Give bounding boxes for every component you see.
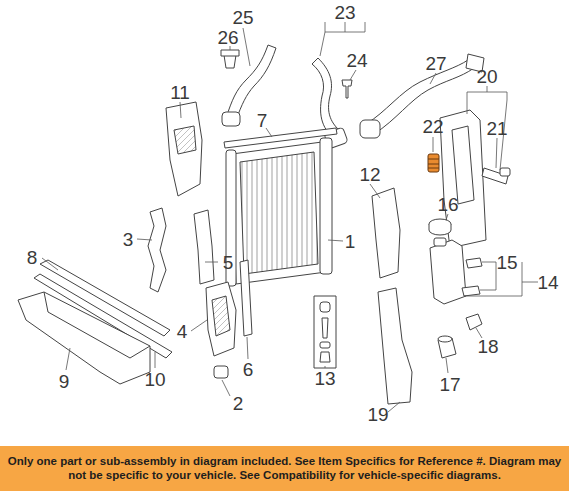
callout-number: 11 bbox=[170, 83, 190, 102]
callout-number: 12 bbox=[359, 165, 380, 184]
callout-number: 26 bbox=[217, 28, 238, 47]
callout-number: 16 bbox=[437, 195, 458, 214]
notice-band: Only one part or sub-assembly in diagram… bbox=[0, 446, 569, 491]
callout-number: 9 bbox=[59, 372, 70, 391]
callout-number: 14 bbox=[537, 273, 558, 292]
callout-number: 1 bbox=[345, 232, 356, 251]
callout-number: 22 bbox=[422, 117, 443, 136]
callout-number: 3 bbox=[123, 230, 134, 249]
callout-number: 19 bbox=[367, 405, 388, 424]
callout-number: 18 bbox=[477, 337, 498, 356]
callout-number: 17 bbox=[439, 375, 460, 394]
callout-number: 4 bbox=[177, 322, 188, 341]
callout-number: 15 bbox=[496, 253, 517, 272]
callout-number: 24 bbox=[346, 51, 367, 70]
callout-number: 10 bbox=[144, 370, 165, 389]
callout-number: 23 bbox=[334, 3, 355, 22]
callout-number: 5 bbox=[223, 253, 234, 272]
callout-number: 2 bbox=[233, 394, 244, 413]
callout-number: 13 bbox=[314, 369, 335, 388]
callout-number: 21 bbox=[486, 119, 507, 138]
callout-number: 6 bbox=[243, 360, 254, 379]
callout-number: 7 bbox=[257, 111, 268, 130]
callout-number: 25 bbox=[232, 8, 253, 27]
callout-number: 8 bbox=[27, 248, 38, 267]
notice-text: Only one part or sub-assembly in diagram… bbox=[6, 455, 563, 483]
callout-number: 27 bbox=[425, 54, 446, 73]
callout-number: 20 bbox=[476, 67, 497, 86]
